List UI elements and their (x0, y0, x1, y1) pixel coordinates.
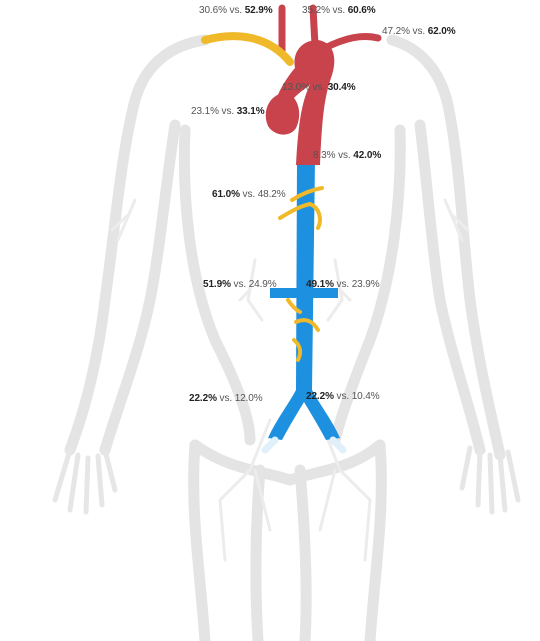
label-thoracic: 61.0% vs. 48.2% (212, 189, 286, 201)
aortic-arch (266, 40, 335, 165)
label-neck-left: 30.6% vs. 52.9% (199, 5, 273, 17)
faint-vessels (112, 200, 468, 560)
label-subclavian: 47.2% vs. 62.0% (382, 26, 456, 38)
label-arch: 13.0% vs. 30.4% (282, 82, 356, 94)
label-iliac-left: 22.2% vs. 12.0% (189, 393, 263, 405)
label-ascending: 23.1% vs. 33.1% (191, 106, 265, 118)
label-renal-left: 51.9% vs. 24.9% (203, 279, 277, 291)
subclavian-highlight (205, 36, 290, 62)
label-renal-right: 49.1% vs. 23.9% (306, 279, 380, 291)
label-neck-right: 35.2% vs. 60.6% (302, 5, 376, 17)
label-iliac-right: 22.2% vs. 10.4% (306, 391, 380, 403)
label-descending: 8.3% vs. 42.0% (313, 150, 381, 162)
